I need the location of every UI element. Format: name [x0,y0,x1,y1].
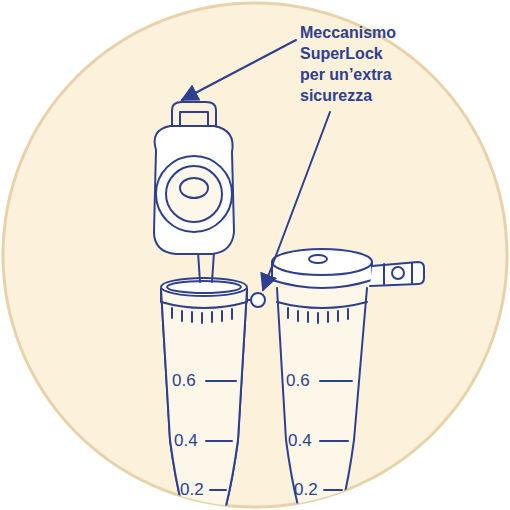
background-disc [3,3,507,507]
graduation-number: 0.6 [172,371,196,391]
graduation-number: 0.2 [180,480,204,500]
graduation-number: 0.4 [288,431,312,451]
callout-label: Meccanismo SuperLock per un’extra sicure… [300,22,408,106]
graduation-number: 0.6 [286,371,310,391]
open-tube [154,102,265,510]
graduation-number: 0.2 [294,480,318,500]
leader-arrow [263,112,330,290]
graduation-ticks [206,381,352,490]
closed-tube [272,249,424,510]
graduation-number: 0.4 [174,431,198,451]
leader-arrow [182,40,296,100]
